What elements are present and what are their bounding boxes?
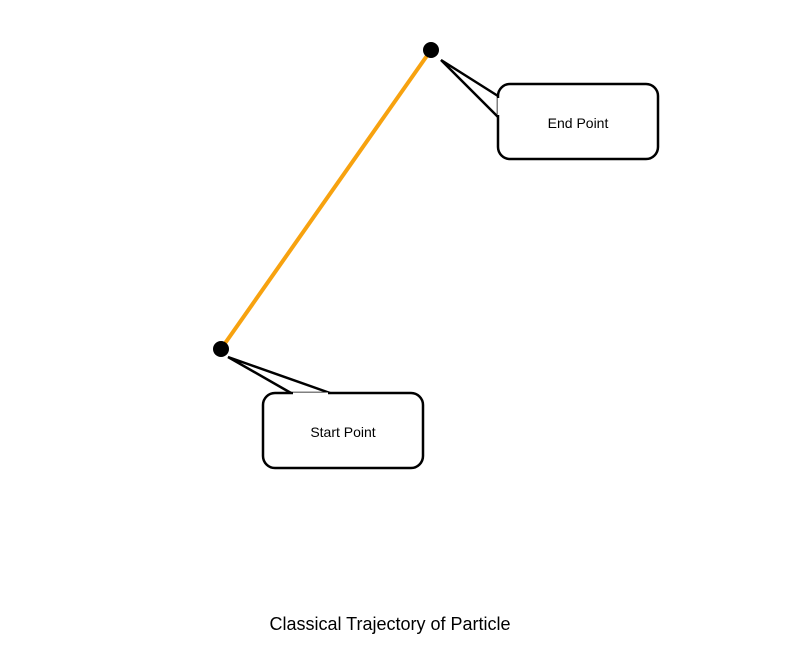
start-point-label: Start Point xyxy=(310,424,375,440)
end-point-label: End Point xyxy=(548,115,609,131)
end-callout-box xyxy=(496,82,660,161)
start-callout-box xyxy=(261,391,425,470)
end-point-marker xyxy=(423,42,439,58)
diagram-title: Classical Trajectory of Particle xyxy=(269,614,510,634)
trajectory-line xyxy=(219,48,433,351)
start-callout-tail xyxy=(227,355,331,395)
end-callout-tail xyxy=(440,58,499,118)
start-point-marker xyxy=(213,341,229,357)
